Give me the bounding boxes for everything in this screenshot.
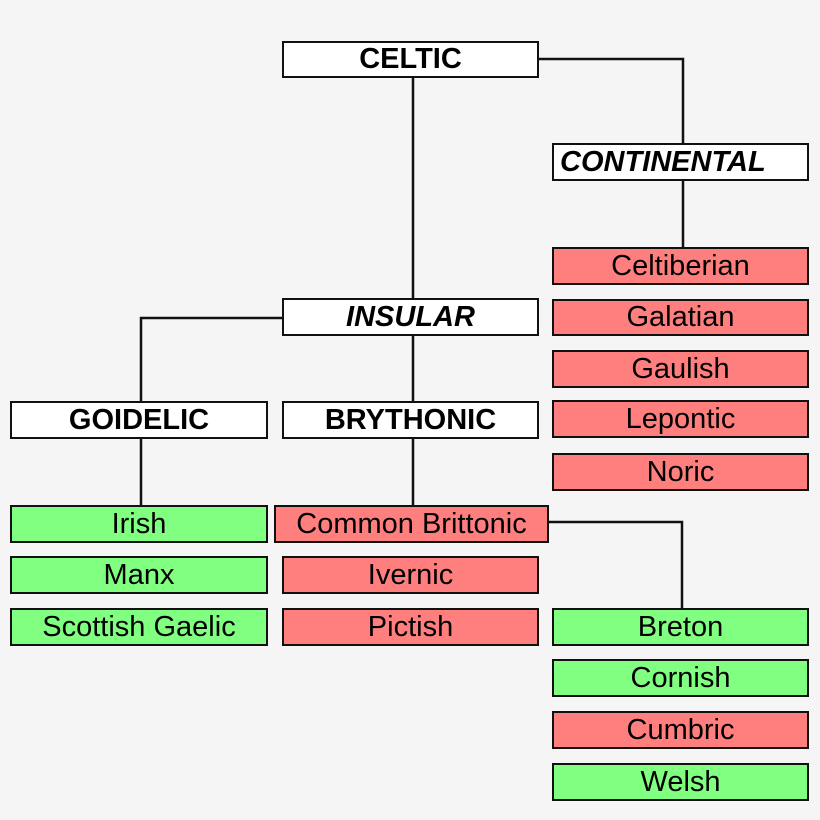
lang-gaulish: Gaulish <box>552 350 809 388</box>
lang-cumbric: Cumbric <box>552 711 809 749</box>
lang-scottish-gaelic: Scottish Gaelic <box>10 608 268 646</box>
node-brythonic: BRYTHONIC <box>282 401 539 439</box>
lang-noric: Noric <box>552 453 809 491</box>
lang-manx: Manx <box>10 556 268 594</box>
lang-pictish: Pictish <box>282 608 539 646</box>
lang-ivernic: Ivernic <box>282 556 539 594</box>
node-celtic: CELTIC <box>282 41 539 78</box>
node-continental: CONTINENTAL <box>552 143 809 181</box>
lang-cornish: Cornish <box>552 659 809 697</box>
node-insular: INSULAR <box>282 298 539 336</box>
node-common-brittonic: Common Brittonic <box>274 505 549 543</box>
lang-galatian: Galatian <box>552 299 809 336</box>
lang-welsh: Welsh <box>552 763 809 801</box>
lang-celtiberian: Celtiberian <box>552 247 809 285</box>
lang-irish: Irish <box>10 505 268 543</box>
node-goidelic: GOIDELIC <box>10 401 268 439</box>
lang-breton: Breton <box>552 608 809 646</box>
lang-lepontic: Lepontic <box>552 400 809 438</box>
